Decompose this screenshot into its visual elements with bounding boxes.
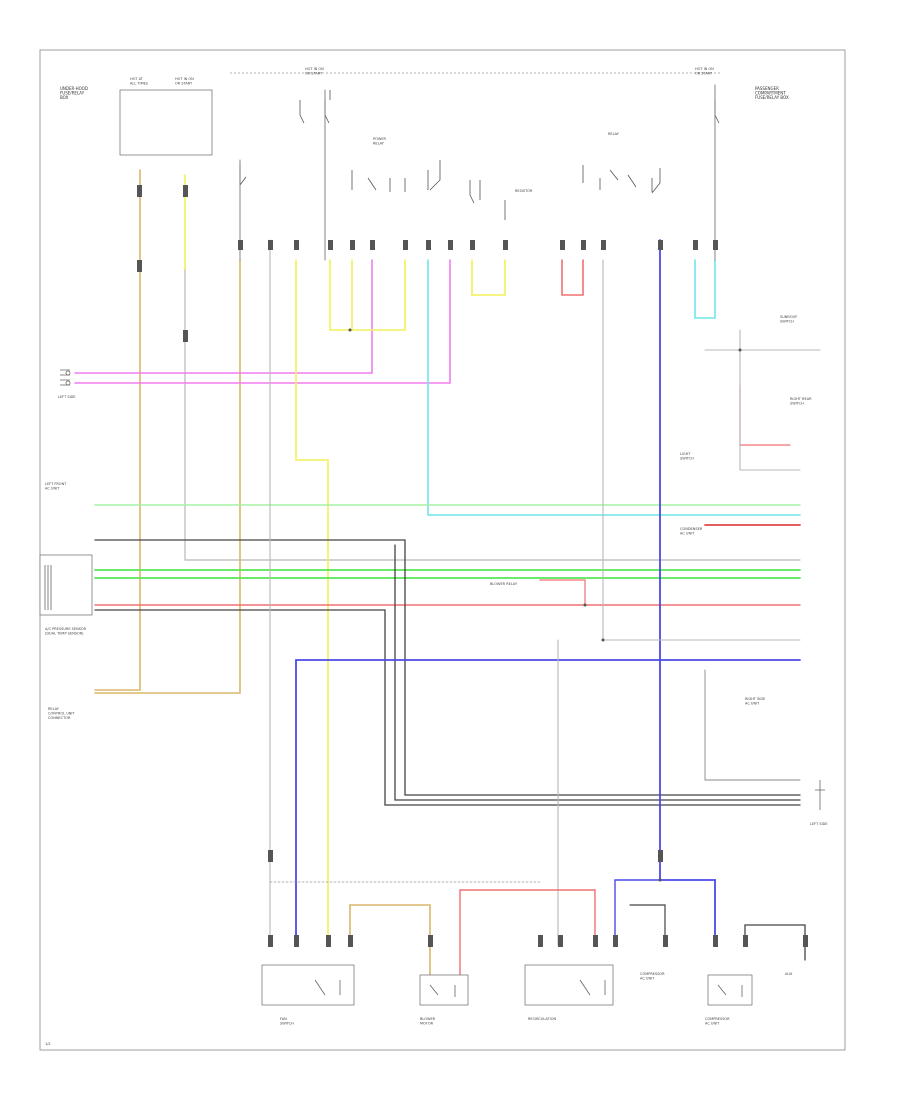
left-side-label: LEFT SIDE (58, 395, 76, 399)
wire-yellow-loop (329, 259, 406, 331)
recirc-contact (579, 979, 606, 996)
wire-cyan-1 (427, 259, 801, 516)
wire-grey-v3 (739, 329, 801, 471)
wire-blue-2 (659, 239, 716, 946)
wire-grey-top (184, 269, 801, 561)
recirc-box (524, 964, 614, 1006)
wire-grey-v6 (704, 669, 801, 781)
right-ground-label: LEFT SIDE (810, 822, 828, 826)
wire-black-bottom-2 (629, 904, 666, 946)
wire-black-bottom (744, 924, 806, 961)
relay-switch-symbols (239, 90, 720, 220)
wire-tan-left-2 (94, 259, 241, 694)
compressor-contact (717, 984, 743, 997)
fuse-box-top-left (119, 89, 213, 156)
aux-label: AUX (785, 972, 793, 976)
wire-cyan-2 (694, 259, 716, 319)
wire-yellow-small (471, 259, 506, 296)
wire-pink-2 (74, 259, 451, 384)
pressure-sensor-label: A/C PRESSURE SENSOR(DUAL TEMP SENSOR) (45, 627, 87, 636)
wire-red-right (739, 384, 791, 446)
left-ground-symbol (60, 369, 71, 386)
wire-blue-1 (295, 659, 801, 936)
wire-red-relay (539, 579, 586, 606)
wire-blue-3 (614, 879, 661, 946)
wire-tan-bottom (349, 904, 431, 976)
rear-relay-label: RELAY (608, 132, 620, 136)
page-id: 1/2 (45, 1042, 51, 1046)
fan-switch-contact (314, 979, 341, 996)
compressor-box (707, 974, 753, 1006)
blower-relay-label: BLOWER RELAY (490, 582, 518, 586)
recirc-label: RECIRCULATION (528, 1017, 556, 1021)
wire-black-2 (94, 609, 801, 806)
wire-yellow-long (295, 259, 329, 936)
wire-tan-left (94, 169, 141, 691)
diagram-frame (39, 49, 846, 1051)
wire-pink-1 (74, 259, 373, 374)
blower-motor-box (419, 974, 469, 1006)
fan-switch-box (261, 964, 355, 1006)
pressure-sensor-coil (44, 565, 52, 610)
wire-black-1 (94, 539, 801, 796)
resistor-label: RESISTOR (515, 189, 533, 193)
connector-markers (137, 185, 808, 947)
wire-grey-v1 (602, 259, 801, 641)
wire-red-loop (561, 259, 584, 296)
wire-black-3 (394, 544, 801, 801)
wire-red-bottom (459, 889, 596, 976)
blower-motor-contact (429, 984, 456, 997)
right-ground-symbol (815, 780, 825, 810)
pressure-sensor-block (39, 554, 93, 616)
wire-layer (74, 84, 821, 976)
